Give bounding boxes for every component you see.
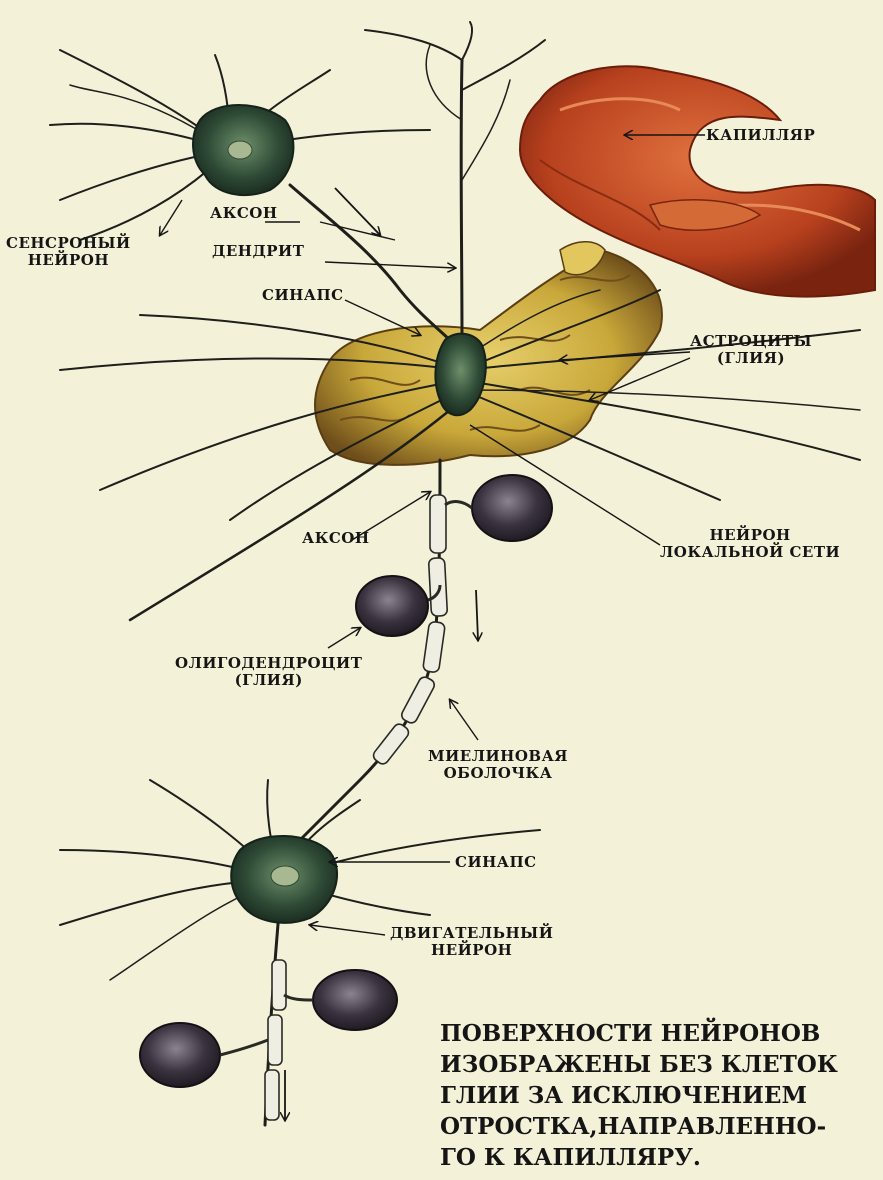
caption-line: ГО К КАПИЛЛЯРУ. xyxy=(440,1142,878,1173)
neuron-processes xyxy=(50,22,860,1125)
figure-caption: ПОВЕРХНОСТИ НЕЙРОНОВ ИЗОБРАЖЕНЫ БЕЗ КЛЕТ… xyxy=(440,1018,878,1173)
label-astrocytes: АСТРОЦИТЫ (ГЛИЯ) xyxy=(690,333,812,367)
label-sensory-neuron: СЕНСРОНЫЙ НЕЙРОН xyxy=(6,235,131,269)
label-axon-mid: АКСОН xyxy=(302,530,370,547)
label-synapse-bottom: СИНАПС xyxy=(455,854,537,871)
label-capillary: КАПИЛЛЯР xyxy=(706,127,815,144)
label-oligodendrocyte: ОЛИГОДЕНДРОЦИТ (ГЛИЯ) xyxy=(175,655,362,689)
caption-line: ПОВЕРХНОСТИ НЕЙРОНОВ xyxy=(440,1018,878,1049)
label-motor-neuron: ДВИГАТЕЛЬНЫЙ НЕЙРОН xyxy=(390,925,553,959)
label-local-neuron: НЕЙРОН ЛОКАЛЬНОЙ СЕТИ xyxy=(660,527,840,561)
label-axon-top: АКСОН xyxy=(210,205,278,222)
caption-line: ИЗОБРАЖЕНЫ БЕЗ КЛЕТОК xyxy=(440,1049,878,1080)
motor-neuron-soma xyxy=(231,836,337,923)
astrocyte-cluster xyxy=(315,242,662,465)
label-dendrite: ДЕНДРИТ xyxy=(212,243,304,260)
caption-line: ОТРОСТКА,НАПРАВЛЕННО- xyxy=(440,1111,878,1142)
caption-line: ГЛИИ ЗА ИСКЛЮЧЕНИЕМ xyxy=(440,1080,878,1111)
label-synapse-top: СИНАПС xyxy=(262,287,344,304)
label-myelin: МИЕЛИНОВАЯ ОБОЛОЧКА xyxy=(428,748,568,782)
sensory-neuron-soma xyxy=(193,105,293,195)
